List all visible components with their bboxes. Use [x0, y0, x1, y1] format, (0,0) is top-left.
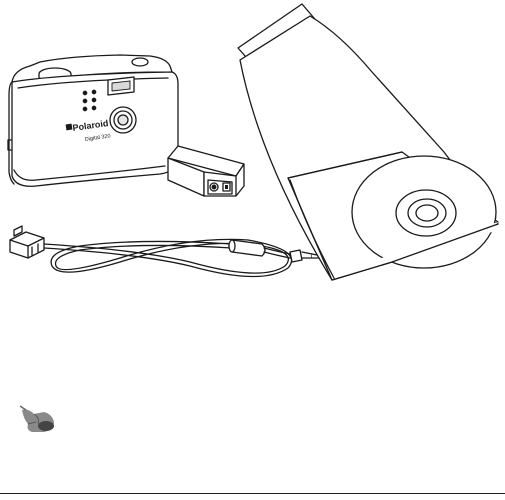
- hand-pointer-icon: [18, 404, 60, 434]
- software-cd-sleeve: [238, 4, 498, 280]
- serial-cable: [10, 226, 326, 277]
- 9v-battery: [168, 146, 244, 196]
- package-contents-illustration: Polaroid Digital 320: [0, 0, 505, 300]
- footer-rule: [0, 493, 505, 494]
